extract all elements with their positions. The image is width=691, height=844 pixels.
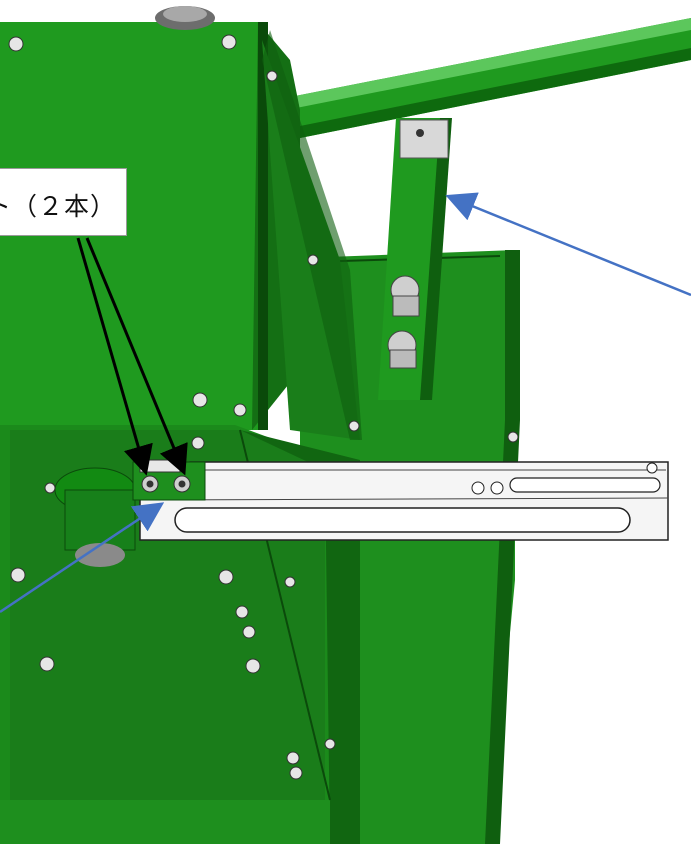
- leader-arrow-2: [85, 237, 188, 476]
- leader-arrow-1: [76, 237, 153, 476]
- handle-tube: [285, 18, 691, 140]
- bolt-heads: [8, 34, 519, 780]
- vertical-arm: [378, 118, 452, 400]
- blue-arrow-rail: [0, 502, 165, 614]
- slide-rail: [139, 461, 669, 541]
- blue-arrow-arm: [445, 192, 691, 297]
- callout-label-box: ト（２本）: [0, 168, 127, 236]
- callout-label: ト（２本）: [0, 192, 116, 221]
- upper-hopper: [0, 6, 362, 440]
- pipe-fitting: [54, 467, 136, 567]
